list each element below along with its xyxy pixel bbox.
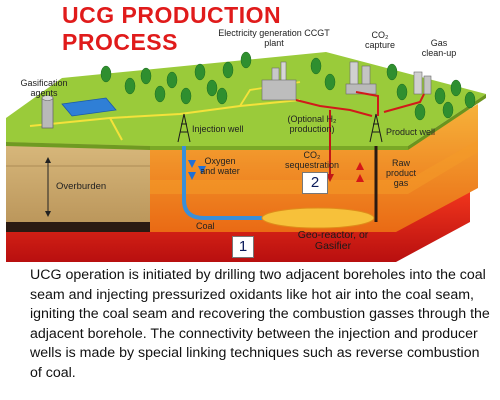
label-geo-reactor: Geo-reactor, or Gasifier: [297, 229, 369, 252]
gasification-tank: [41, 95, 54, 129]
label-co2-sequestration: CO₂ sequestration: [284, 150, 340, 170]
marker-one: 1: [232, 236, 254, 258]
diagram-title: UCG PRODUCTION PROCESS: [62, 2, 282, 55]
gas-cleanup-plant: [345, 61, 432, 95]
orange-layer: [150, 104, 478, 232]
oxygen-water-arrows: [188, 160, 206, 180]
injection-borehole: [182, 146, 262, 220]
label-oxygen-water: Oxygen and water: [200, 156, 240, 176]
label-optional-h2: (Optional H₂ production): [287, 114, 337, 134]
label-coal: Coal: [196, 221, 215, 231]
label-gas-cleanup: Gas clean-up: [421, 38, 457, 58]
label-overburden: Overburden: [56, 181, 107, 192]
label-co2-capture: CO₂ capture: [364, 30, 396, 50]
gasifier-cavity: [261, 207, 375, 229]
pond: [61, 97, 117, 117]
overburden-face: [6, 142, 150, 246]
red-bottom-layer: [6, 190, 470, 262]
product-well-derrick: [369, 113, 383, 143]
injection-well-derrick: [177, 113, 191, 143]
description-text: UCG operation is initiated by drilling t…: [30, 267, 490, 381]
trees: [100, 51, 476, 121]
marker-two: 2: [302, 172, 328, 194]
ccgt-plant: [261, 61, 297, 101]
raw-gas-arrows: [356, 162, 364, 182]
surface-pipelines: [295, 91, 425, 117]
ucg-diagram: [6, 51, 486, 262]
label-product-well: Product well: [386, 127, 436, 137]
label-injection-well: Injection well: [192, 124, 244, 134]
label-gasification-agents: Gasification agents: [20, 78, 68, 98]
road: [29, 99, 301, 127]
label-raw-product-gas: Raw product gas: [385, 158, 417, 188]
label-electricity: Electricity generation CCGT plant: [218, 28, 330, 48]
